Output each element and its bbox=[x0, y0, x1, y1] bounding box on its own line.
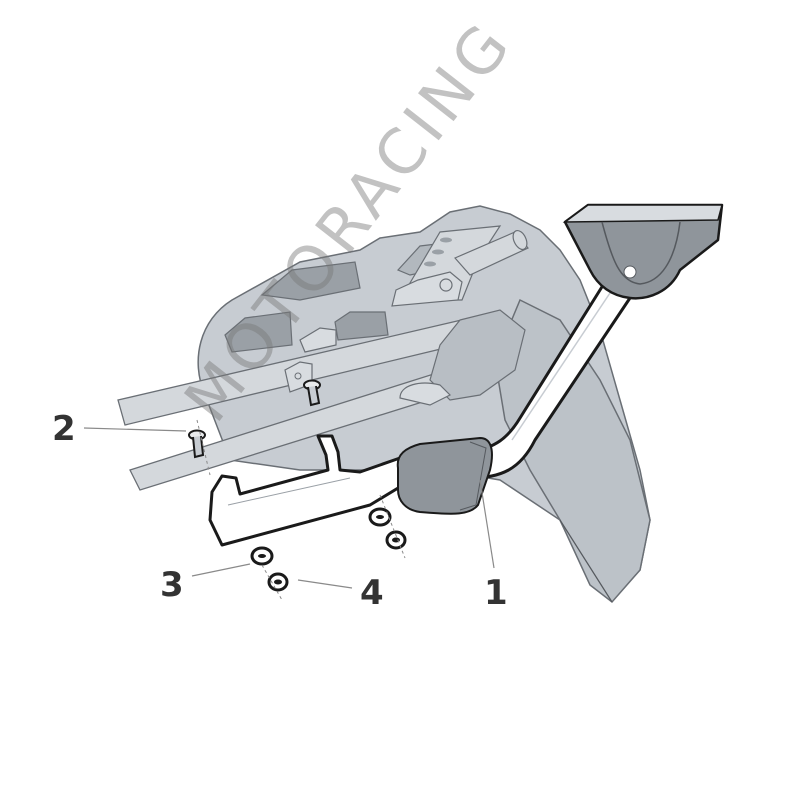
part-3-washers bbox=[250, 507, 392, 566]
callout-leader-lines bbox=[83, 427, 495, 589]
callout-label-3: 3 bbox=[160, 565, 184, 605]
callout-label-4: 4 bbox=[360, 573, 384, 613]
bolt-icon bbox=[303, 379, 321, 407]
callout-label-1: 1 bbox=[484, 573, 508, 613]
part-1-rack-arm bbox=[208, 203, 724, 547]
callout-label-2: 2 bbox=[52, 409, 76, 449]
motorcycle-rear-frame bbox=[117, 205, 651, 604]
bolt-icon bbox=[188, 429, 206, 459]
assembly-guide-lines bbox=[196, 419, 406, 601]
part-4-nuts bbox=[267, 530, 407, 592]
part-2-bolts bbox=[188, 379, 321, 459]
